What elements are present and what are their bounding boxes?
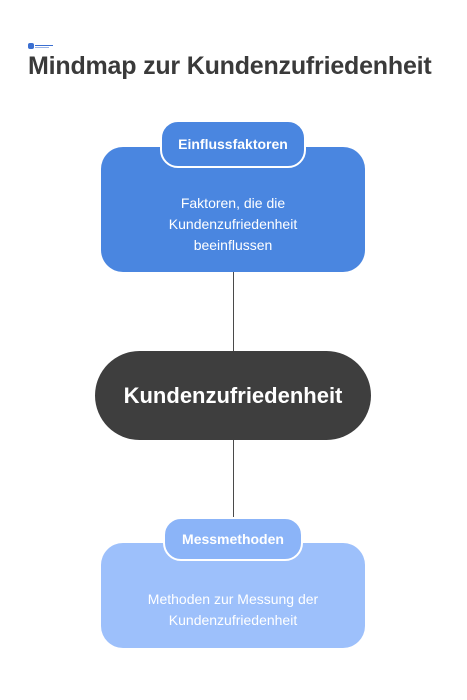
brand-logo-icon	[28, 42, 54, 50]
branch-description: Methoden zur Messung der Kundenzufrieden…	[147, 590, 319, 628]
connector-top	[233, 270, 234, 355]
connector-bottom	[233, 436, 234, 546]
branch-description: Faktoren, die die Kundenzufriedenheit be…	[168, 195, 298, 253]
branch-box-messmethoden: Methoden zur Messung der Kundenzufrieden…	[101, 543, 365, 648]
center-node: Kundenzufriedenheit	[95, 351, 371, 440]
branch-box-einflussfaktoren: Faktoren, die die Kundenzufriedenheit be…	[101, 147, 365, 272]
logo-wordmark	[35, 44, 53, 48]
logo-mark	[28, 43, 34, 49]
branch-label-einflussfaktoren: Einflussfaktoren	[160, 120, 306, 168]
diagram-title: Mindmap zur Kundenzufriedenheit	[28, 52, 432, 80]
branch-label-messmethoden: Messmethoden	[163, 517, 303, 561]
